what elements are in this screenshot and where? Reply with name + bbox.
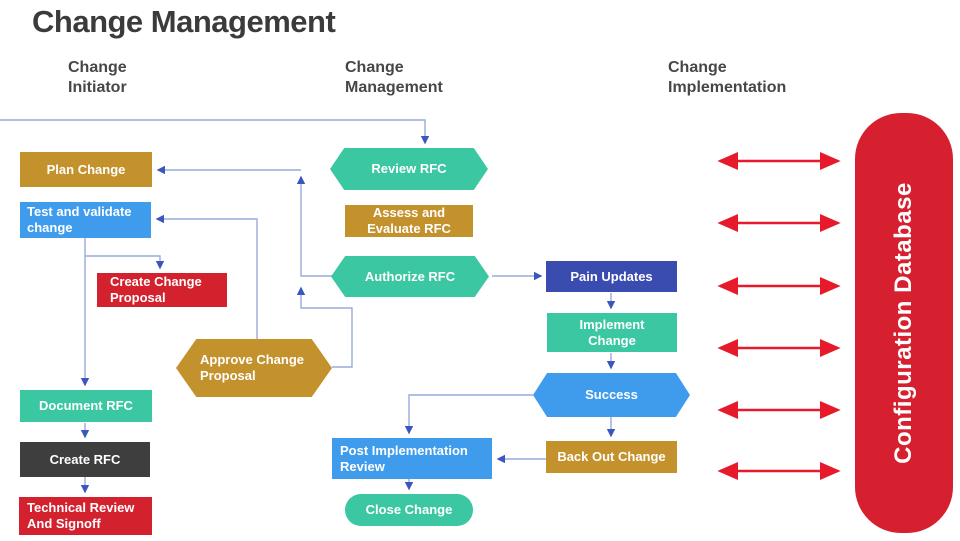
node-create-rfc: Create RFC bbox=[20, 442, 150, 477]
column-header-change-implementation: Change Implementation bbox=[668, 59, 787, 96]
node-document-rfc: Document RFC bbox=[20, 390, 152, 422]
node-test-and-validate-change-label: Test and validate change bbox=[27, 204, 132, 235]
node-review-rfc: Review RFC bbox=[330, 148, 488, 190]
node-create-rfc-label: Create RFC bbox=[49, 451, 121, 467]
connector-authorize-up bbox=[296, 175, 333, 277]
node-post-implementation-review-label: Post Implementation Review bbox=[340, 442, 468, 474]
column-header-change-initiator: Change Initiator bbox=[68, 59, 127, 96]
node-approve-change-proposal-label: Approve Change Proposal bbox=[200, 352, 305, 383]
connector-success-to-pir bbox=[404, 394, 533, 435]
configuration-database-label: Configuration Database bbox=[890, 182, 918, 464]
node-pain-updates-label: Pain Updates bbox=[570, 268, 653, 284]
node-success: Success bbox=[533, 373, 690, 417]
node-technical-review-and-signoff: Technical Review And Signoff bbox=[19, 497, 152, 535]
node-implement-change-label: Implement Change bbox=[579, 316, 645, 348]
configuration-database: Configuration Database bbox=[855, 113, 953, 533]
connector-test-to-create-proposal bbox=[85, 255, 165, 270]
node-authorize-rfc: Authorize RFC bbox=[331, 256, 489, 297]
column-header-change-management: Change Management bbox=[345, 59, 443, 96]
node-post-implementation-review: Post Implementation Review bbox=[332, 438, 492, 479]
node-pain-updates: Pain Updates bbox=[546, 261, 677, 292]
node-assess-and-evaluate-rfc: Assess and Evaluate RFC bbox=[345, 205, 473, 237]
node-plan-change: Plan Change bbox=[20, 152, 152, 187]
node-approve-change-proposal: Approve Change Proposal bbox=[176, 339, 332, 397]
node-back-out-change-label: Back Out Change bbox=[557, 449, 666, 465]
node-create-change-proposal: Create Change Proposal bbox=[97, 273, 227, 307]
node-close-change: Close Change bbox=[345, 494, 473, 526]
node-back-out-change: Back Out Change bbox=[546, 441, 677, 473]
database-sync-arrows bbox=[717, 151, 841, 481]
node-document-rfc-label: Document RFC bbox=[39, 398, 133, 414]
node-technical-review-and-signoff-label: Technical Review And Signoff bbox=[27, 500, 135, 531]
node-close-change-label: Close Change bbox=[365, 502, 453, 518]
node-plan-change-label: Plan Change bbox=[46, 161, 126, 177]
node-authorize-rfc-label: Authorize RFC bbox=[364, 268, 456, 284]
node-review-rfc-label: Review RFC bbox=[371, 161, 447, 177]
connector-approve-to-authorize bbox=[296, 286, 353, 368]
connector-top-to-review-rfc bbox=[0, 119, 430, 145]
flow-connectors bbox=[0, 119, 616, 494]
node-test-and-validate-change: Test and validate change bbox=[20, 202, 151, 238]
connector-approve-to-test-validate bbox=[155, 214, 258, 339]
node-implement-change: Implement Change bbox=[547, 313, 677, 352]
page-title: Change Management bbox=[32, 4, 336, 39]
node-create-change-proposal-label: Create Change Proposal bbox=[110, 274, 202, 305]
node-success-label: Success bbox=[585, 387, 638, 403]
node-assess-and-evaluate-rfc-label: Assess and Evaluate RFC bbox=[367, 205, 451, 236]
